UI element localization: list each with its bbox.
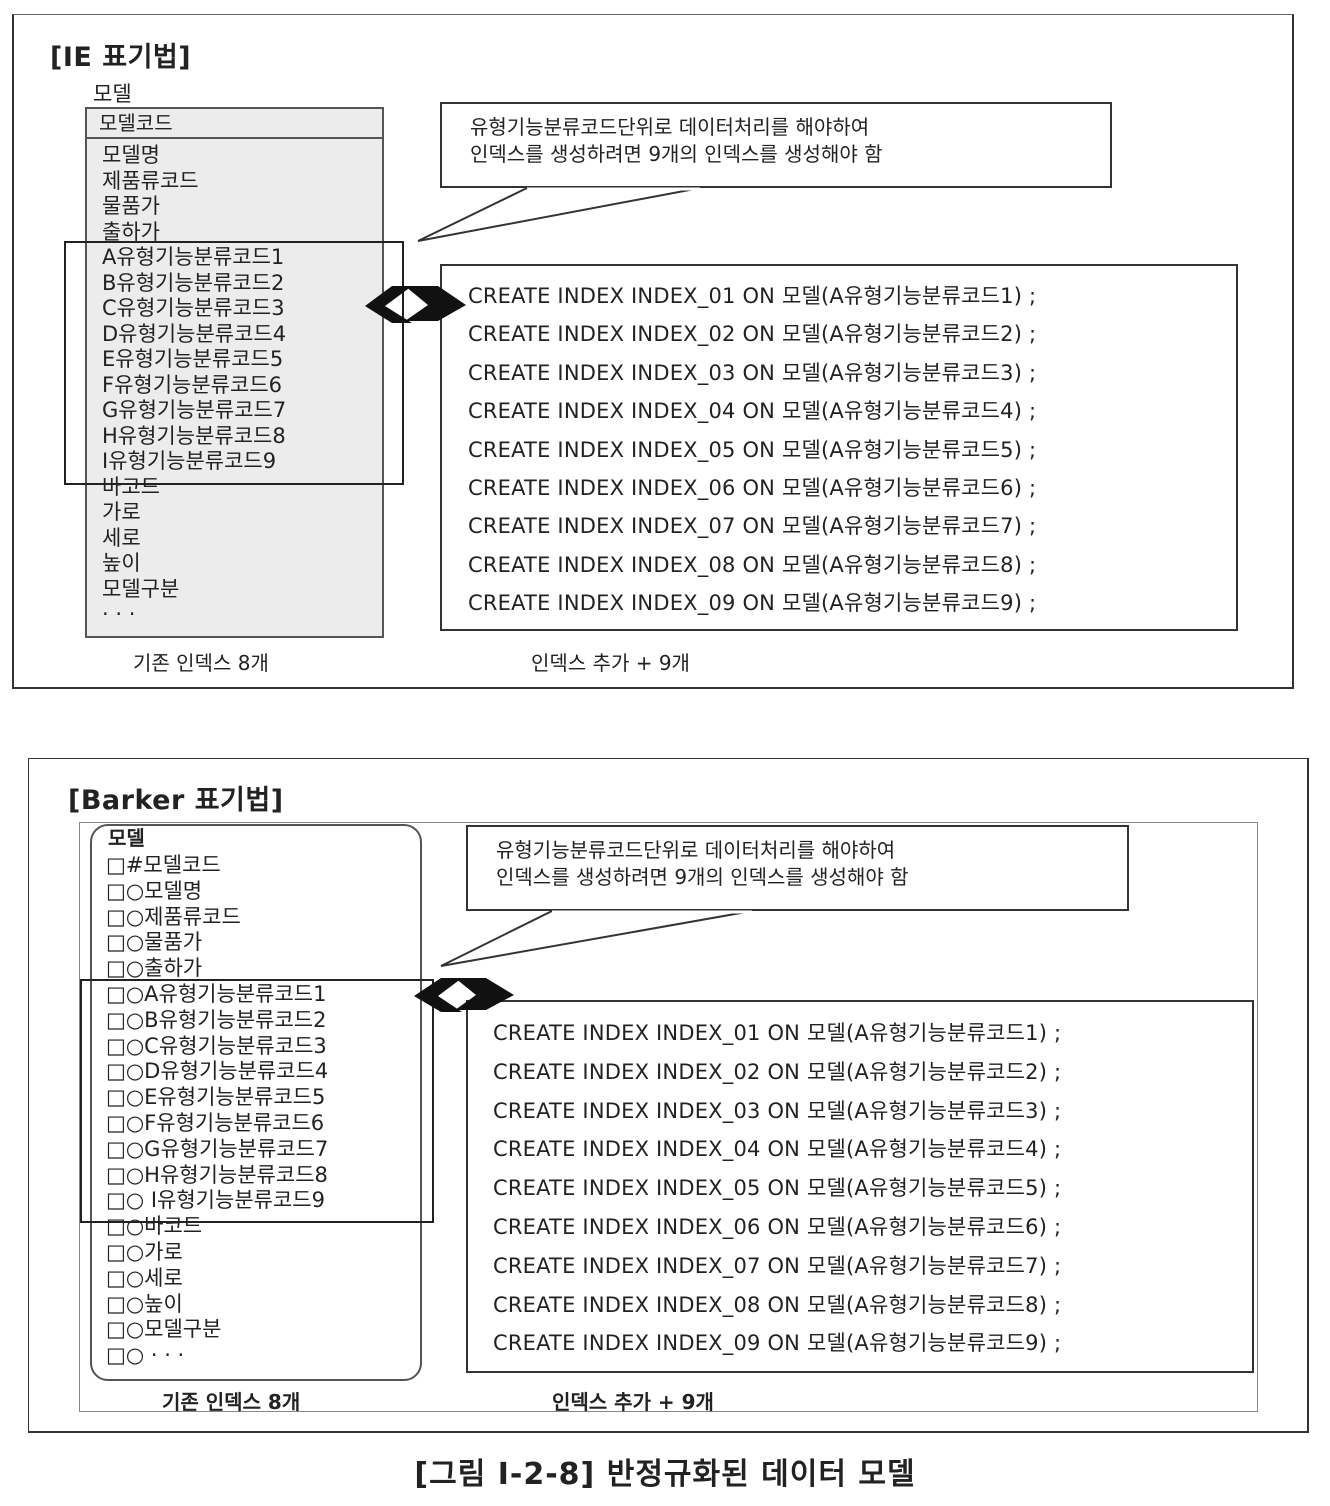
barker-sql-statement: CREATE INDEX INDEX_06 ON 모델(A유형기능분류코드6) … bbox=[493, 1215, 1062, 1239]
barker-arrow-right bbox=[455, 978, 514, 1010]
barker-callout: 유형기능분류코드단위로 데이터처리를 해야하여 인덱스를 생성하려면 9개의 인… bbox=[466, 825, 1129, 911]
ie-attribute: C유형기능분류코드3 bbox=[102, 296, 285, 320]
ie-sql-statement: CREATE INDEX INDEX_01 ON 모델(A유형기능분류코드1) … bbox=[468, 284, 1037, 308]
ie-attribute: · · · bbox=[102, 602, 136, 626]
ie-attribute: 바코드 bbox=[102, 474, 160, 499]
ie-sql-statement: CREATE INDEX INDEX_05 ON 모델(A유형기능분류코드5) … bbox=[468, 437, 1037, 462]
barker-callout-tail bbox=[440, 910, 753, 967]
barker-attribute: □○C유형기능분류코드3 bbox=[106, 1033, 327, 1058]
barker-caption-added: 인덱스 추가 + 9개 bbox=[552, 1390, 714, 1414]
ie-caption-existing: 기존 인덱스 8개 bbox=[133, 651, 269, 675]
ie-attribute: 물품가 bbox=[102, 194, 160, 218]
barker-attribute: □○H유형기능분류코드8 bbox=[106, 1162, 328, 1187]
barker-attribute: □○F유형기능분류코드6 bbox=[106, 1111, 325, 1135]
figure-caption: [그림 Ⅰ-2-8] 반정규화된 데이터 모델 bbox=[414, 1457, 916, 1492]
barker-attribute: □○출하가 bbox=[106, 956, 203, 981]
barker-attribute: □○가로 bbox=[106, 1240, 183, 1264]
ie-attribute: 가로 bbox=[102, 500, 141, 524]
barker-attribute: □○모델구분 bbox=[106, 1317, 222, 1342]
barker-sql-box bbox=[466, 1000, 1254, 1373]
ie-title: [IE 표기법] bbox=[50, 42, 192, 73]
barker-sql-statement: CREATE INDEX INDEX_09 ON 모델(A유형기능분류코드9) … bbox=[493, 1331, 1062, 1356]
ie-attribute: F유형기능분류코드6 bbox=[102, 372, 282, 397]
barker-sql-statement: CREATE INDEX INDEX_03 ON 모델(A유형기능분류코드3) … bbox=[493, 1098, 1062, 1123]
barker-callout-line-2: 인덱스를 생성하려면 9개의 인덱스를 생성해야 함 bbox=[496, 865, 909, 889]
ie-sql-statement: CREATE INDEX INDEX_04 ON 모델(A유형기능분류코드4) … bbox=[468, 399, 1037, 424]
ie-attribute: 모델구분 bbox=[102, 576, 180, 601]
ie-attribute: 높이 bbox=[102, 551, 141, 575]
barker-sql-statement: CREATE INDEX INDEX_01 ON 모델(A유형기능분류코드1) … bbox=[493, 1021, 1062, 1045]
ie-attribute: 출하가 bbox=[102, 219, 160, 244]
ie-callout-line-2: 인덱스를 생성하려면 9개의 인덱스를 생성해야 함 bbox=[470, 142, 883, 166]
barker-sql-statement: CREATE INDEX INDEX_05 ON 모델(A유형기능분류코드5) … bbox=[493, 1176, 1062, 1201]
ie-primary-key: 모델코드 bbox=[87, 109, 382, 139]
barker-caption-existing: 기존 인덱스 8개 bbox=[162, 1390, 301, 1414]
ie-sql-statement: CREATE INDEX INDEX_07 ON 모델(A유형기능분류코드7) … bbox=[468, 514, 1037, 539]
barker-entity-name: 모델 bbox=[108, 826, 145, 850]
barker-sql-statement: CREATE INDEX INDEX_08 ON 모델(A유형기능분류코드8) … bbox=[493, 1292, 1062, 1317]
barker-attribute: □○A유형기능분류코드1 bbox=[106, 982, 327, 1006]
barker-title: [Barker 표기법] bbox=[68, 785, 284, 816]
ie-attribute: E유형기능분류코드5 bbox=[102, 347, 284, 371]
ie-attribute: 제품류코드 bbox=[102, 168, 199, 193]
ie-sql-statement: CREATE INDEX INDEX_09 ON 모델(A유형기능분류코드9) … bbox=[468, 591, 1037, 616]
ie-attribute: H유형기능분류코드8 bbox=[102, 423, 286, 448]
barker-arrow-left bbox=[414, 978, 462, 1012]
ie-entity-box: 모델코드 bbox=[85, 107, 384, 638]
ie-sql-statement: CREATE INDEX INDEX_02 ON 모델(A유형기능분류코드2) … bbox=[468, 322, 1037, 347]
barker-sql-statement: CREATE INDEX INDEX_04 ON 모델(A유형기능분류코드4) … bbox=[493, 1137, 1062, 1162]
ie-attribute: 세로 bbox=[102, 525, 141, 550]
barker-attribute: □○세로 bbox=[106, 1265, 183, 1290]
ie-arrow-left bbox=[365, 286, 412, 323]
ie-sql-box bbox=[440, 264, 1238, 631]
ie-highlight-box bbox=[64, 241, 404, 485]
barker-attribute: □○D유형기능분류코드4 bbox=[106, 1059, 329, 1084]
ie-attribute: D유형기능분류코드4 bbox=[102, 321, 287, 346]
ie-attribute: G유형기능분류코드7 bbox=[102, 398, 287, 422]
ie-callout: 유형기능분류코드단위로 데이터처리를 해야하여 인덱스를 생성하려면 9개의 인… bbox=[440, 102, 1112, 188]
ie-attribute: 모델명 bbox=[102, 143, 160, 167]
ie-attribute: A유형기능분류코드1 bbox=[102, 245, 285, 269]
barker-attribute: □○E유형기능분류코드5 bbox=[106, 1085, 326, 1110]
ie-callout-line-1: 유형기능분류코드단위로 데이터처리를 해야하여 bbox=[470, 115, 870, 139]
ie-sql-statement: CREATE INDEX INDEX_08 ON 모델(A유형기능분류코드8) … bbox=[468, 552, 1037, 577]
barker-attribute: □○높이 bbox=[106, 1291, 183, 1316]
barker-attribute: □○물품가 bbox=[106, 930, 203, 955]
barker-entity-box bbox=[90, 824, 422, 1381]
barker-sql-statement: CREATE INDEX INDEX_02 ON 모델(A유형기능분류코드2) … bbox=[493, 1059, 1062, 1084]
barker-attribute: □○B유형기능분류코드2 bbox=[106, 1007, 327, 1032]
ie-attribute: I유형기능분류코드9 bbox=[102, 449, 277, 473]
ie-attribute: B유형기능분류코드2 bbox=[102, 270, 285, 295]
barker-attribute: □○ · · · bbox=[106, 1343, 185, 1368]
barker-attribute: □○바코드 bbox=[106, 1214, 203, 1239]
ie-sql-statement: CREATE INDEX INDEX_06 ON 모델(A유형기능분류코드6) … bbox=[468, 476, 1037, 500]
ie-arrow-right bbox=[405, 286, 466, 321]
barker-highlight-box bbox=[80, 979, 434, 1223]
barker-sql-statement: CREATE INDEX INDEX_07 ON 모델(A유형기능분류코드7) … bbox=[493, 1253, 1062, 1278]
ie-caption-added: 인덱스 추가 + 9개 bbox=[531, 651, 690, 675]
barker-callout-line-1: 유형기능분류코드단위로 데이터처리를 해야하여 bbox=[496, 838, 896, 862]
barker-attribute: □○모델명 bbox=[106, 878, 203, 903]
barker-attribute: □#모델코드 bbox=[106, 853, 221, 877]
barker-attribute: □○G유형기능분류코드7 bbox=[106, 1136, 329, 1161]
barker-attribute: □○제품류코드 bbox=[106, 904, 241, 929]
ie-sql-statement: CREATE INDEX INDEX_03 ON 모델(A유형기능분류코드3) … bbox=[468, 360, 1037, 385]
ie-entity-name: 모델 bbox=[93, 82, 132, 106]
ie-callout-tail bbox=[417, 187, 701, 242]
barker-attribute: □○ I유형기능분류코드9 bbox=[106, 1188, 325, 1213]
